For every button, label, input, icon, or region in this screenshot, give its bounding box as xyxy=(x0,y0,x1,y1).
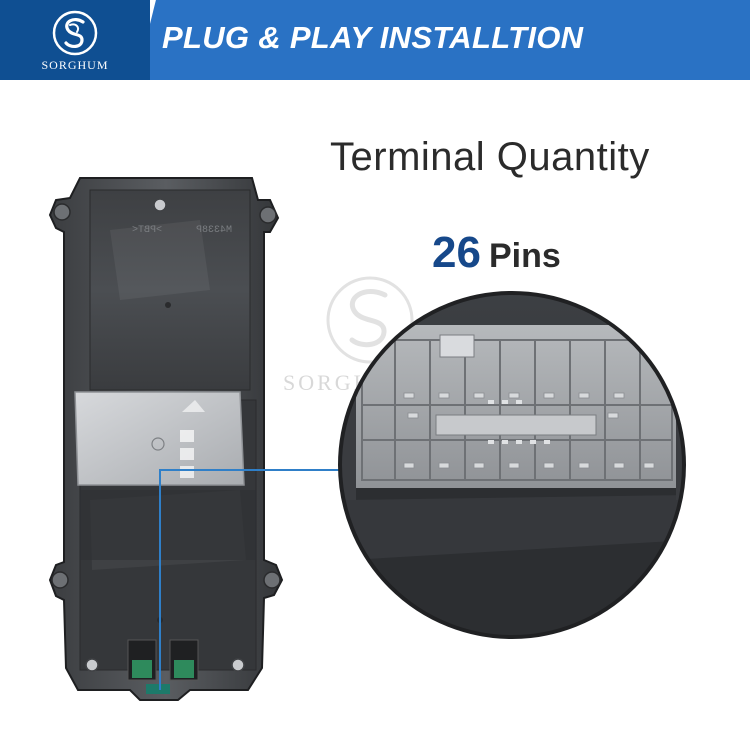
mounting-ear-bottom-right xyxy=(263,571,281,589)
lower-panel xyxy=(80,490,256,560)
material-code-label: >PBT< xyxy=(132,225,162,236)
pin-count-label: Pins xyxy=(488,237,561,275)
zoom-circle-border xyxy=(338,291,686,639)
mounting-ear-top-left xyxy=(53,203,71,221)
brand-name: SORGHUM xyxy=(41,58,109,72)
zoom-side-wall xyxy=(676,300,684,500)
zoom-housing-shade xyxy=(345,495,684,560)
pin-row-bottom xyxy=(403,462,655,469)
callout-line xyxy=(159,469,350,690)
sorghum-logo-icon xyxy=(52,10,98,56)
screw-bottom-left xyxy=(85,658,99,672)
pin-count-number: 26 xyxy=(432,228,481,277)
header-title: PLUG & PLAY INSTALLTION xyxy=(162,20,584,55)
connector-slot xyxy=(180,430,194,442)
mounting-ear-top-right xyxy=(259,206,277,224)
brand-logo-block: SORGHUM xyxy=(0,0,150,80)
bottom-tab xyxy=(146,684,170,694)
terminal-quantity-title: Terminal Quantity xyxy=(330,135,650,179)
connector-center-block xyxy=(435,414,597,436)
header-banner: SORGHUM PLUG & PLAY INSTALLTION xyxy=(0,0,750,80)
screw-top xyxy=(153,198,167,212)
part-number-label: M4338P xyxy=(196,225,232,236)
zoom-connector-face xyxy=(352,325,682,490)
body-pin-hole xyxy=(165,302,171,308)
connector-cell-grid xyxy=(361,339,673,481)
molded-markings: M4338P >PBT< xyxy=(132,225,232,236)
connector-logo-mark xyxy=(151,437,165,451)
surface-reflection xyxy=(110,220,210,300)
pin-row-top xyxy=(403,392,625,419)
mounting-ear-bottom-left xyxy=(51,571,69,589)
bottom-connector-green-pin xyxy=(174,660,194,678)
connector-key-tab xyxy=(439,334,475,358)
connector-arrow xyxy=(182,400,205,412)
screw-bottom-right xyxy=(231,658,245,672)
bottom-connector-green-pin xyxy=(132,660,152,678)
switch-upper-face xyxy=(89,189,251,391)
pin-row-middle xyxy=(488,400,550,444)
connector-slot xyxy=(180,448,194,460)
